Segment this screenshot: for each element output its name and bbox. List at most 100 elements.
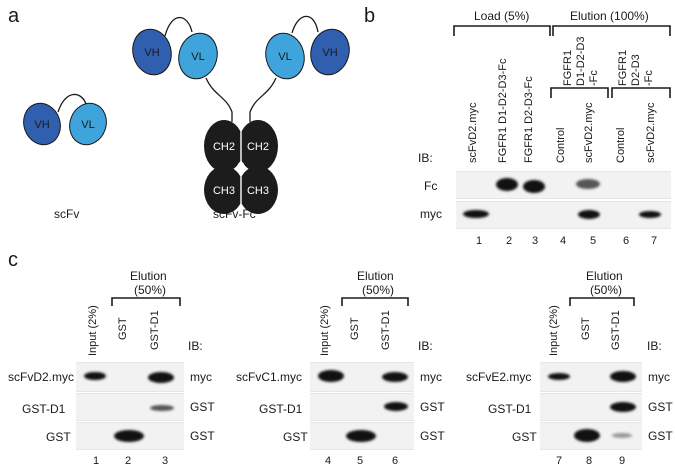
scfvfc-left-linker xyxy=(164,16,193,37)
c3-lane-number-1: 7 xyxy=(556,455,563,467)
b-blot-myc xyxy=(456,201,671,229)
scfvfc-left-ch2-text: CH2 xyxy=(213,141,235,153)
c2-elution-pct: (50%) xyxy=(362,283,395,297)
c2-lane-number-1: 4 xyxy=(325,455,332,467)
c1-ib-label: IB: xyxy=(188,339,203,353)
c3-blot-myc xyxy=(540,362,642,392)
scfvfc-left-vh-text: VH xyxy=(144,47,159,59)
c1-blot-gst xyxy=(76,422,184,450)
b-lane-number-5: 5 xyxy=(590,235,597,247)
band-c1-gstd1-gstd1 xyxy=(150,405,174,411)
c2-ib-label: IB: xyxy=(418,339,433,353)
band-c3-gstd1-gstd1 xyxy=(610,402,636,412)
c3-row-1-label: scFvE2.myc xyxy=(466,370,532,384)
c1-row-2-label: GST-D1 xyxy=(22,402,66,416)
scfv-vl-domain xyxy=(69,102,107,146)
b-row-fc-label: Fc xyxy=(424,179,438,193)
band-c3-myc-input xyxy=(548,373,570,380)
panel-a-diagram: VH VL VH VL VL VH CH2 xyxy=(23,15,350,214)
b-lane-number-2: 2 xyxy=(506,235,513,247)
c1-elution-header: Elution xyxy=(130,269,167,283)
c2-row-1-label: scFvC1.myc xyxy=(236,370,302,384)
c3-ib-label: IB: xyxy=(647,339,662,353)
c1-lane-number-1: 1 xyxy=(93,455,100,467)
panel-a-letter: a xyxy=(8,5,20,27)
c1-elution-pct: (50%) xyxy=(134,283,167,297)
b-lane-number-7: 7 xyxy=(651,235,658,247)
scfvfc-left-vh-domain xyxy=(132,28,172,76)
c1-lane-number-3: 3 xyxy=(162,455,169,467)
c2-row-2-label: GST-D1 xyxy=(259,402,303,416)
c3-elution-pct: (50%) xyxy=(590,283,623,297)
band-c2-gstd1-gstd1 xyxy=(384,402,408,411)
c2-blot-gstd1 xyxy=(310,393,414,421)
c3-lane-input-label: Input (2%) xyxy=(548,305,560,356)
c1-lane-number-2: 2 xyxy=(125,455,132,467)
scfv-vh-domain xyxy=(23,102,61,146)
scfv-vh-text: VH xyxy=(34,119,49,131)
c3-blot-gstd1 xyxy=(540,393,642,421)
scfvfc-left-ch3-domain xyxy=(204,166,244,214)
scfvfc-right-linker xyxy=(291,15,319,34)
c1-row-1-label: scFvD2.myc xyxy=(8,370,74,384)
scfvfc-right-vl-domain xyxy=(265,32,305,80)
band-b-myc-lane5 xyxy=(578,210,600,219)
c1-row-3-label: GST xyxy=(46,430,71,444)
panel-c-letter: c xyxy=(8,249,18,271)
band-b-myc-lane1 xyxy=(463,210,489,218)
load-header: Load (5%) xyxy=(474,9,530,23)
c2-blot-myc xyxy=(310,362,414,392)
band-b-fc-lane5 xyxy=(576,179,600,189)
c3-blot-gst xyxy=(540,422,642,450)
scfvfc-right-ch3-text: CH3 xyxy=(247,185,269,197)
b-lane-number-3: 3 xyxy=(532,235,539,247)
b-lane-number-4: 4 xyxy=(560,235,567,247)
band-c2-myc-gstd1 xyxy=(382,372,408,382)
c1-blot-myc xyxy=(76,362,184,392)
band-c2-myc-input xyxy=(318,370,344,382)
scfvfc-right-ch2-text: CH2 xyxy=(247,141,269,153)
scfv-vl-text: VL xyxy=(81,119,94,131)
b-blot-fc xyxy=(456,171,671,199)
b-lane-number-1: 1 xyxy=(476,235,483,247)
scfvfc-left-ch2-domain xyxy=(204,120,244,172)
c2-lane-number-3: 6 xyxy=(392,455,399,467)
elution-header: Elution (100%) xyxy=(570,9,649,23)
b-row-myc-label: myc xyxy=(420,207,442,221)
c3-lane-gstd1-label: GST-D1 xyxy=(610,310,622,350)
band-b-myc-lane7 xyxy=(639,211,661,218)
scfvfc-left-ch3-text: CH3 xyxy=(213,185,235,197)
scfvfc-diagram: VH VL VL VH CH2 CH2 CH3 CH3 xyxy=(132,15,350,214)
band-c1-myc-input xyxy=(84,372,106,380)
c3-lane-number-2: 8 xyxy=(586,455,593,467)
c3-lane-gst-label: GST xyxy=(580,317,592,340)
panel-b-letter: b xyxy=(364,5,376,27)
c3-row-3-label: GST xyxy=(512,430,537,444)
c1-ib-3: GST xyxy=(190,429,215,443)
b-ib-label: IB: xyxy=(418,151,433,165)
c1-ib-1: myc xyxy=(190,370,212,384)
c3-ib-3: GST xyxy=(648,429,673,443)
scfvfc-right-hinge xyxy=(249,77,277,122)
band-c3-gst-gstd1 xyxy=(612,433,632,438)
band-c3-gst-gst xyxy=(574,429,600,442)
scfvfc-right-vl-text: VL xyxy=(278,51,291,63)
band-c2-gst-gst xyxy=(346,430,376,442)
scfvfc-left-hinge xyxy=(205,77,233,122)
band-b-fc-lane2 xyxy=(496,178,518,191)
c2-ib-1: myc xyxy=(420,370,442,384)
scfvfc-right-ch3-domain xyxy=(238,166,278,214)
c1-ib-2: GST xyxy=(190,400,215,414)
c3-lane-number-3: 9 xyxy=(619,455,626,467)
panel-b-brackets xyxy=(453,25,671,98)
b-lane-number-6: 6 xyxy=(623,235,630,247)
scfvfc-right-ch2-domain xyxy=(238,120,278,172)
band-c1-myc-gstd1 xyxy=(148,372,174,383)
band-c1-gst-gst xyxy=(114,430,144,442)
c2-ib-3: GST xyxy=(420,429,445,443)
c1-blot-gstd1 xyxy=(76,393,184,421)
